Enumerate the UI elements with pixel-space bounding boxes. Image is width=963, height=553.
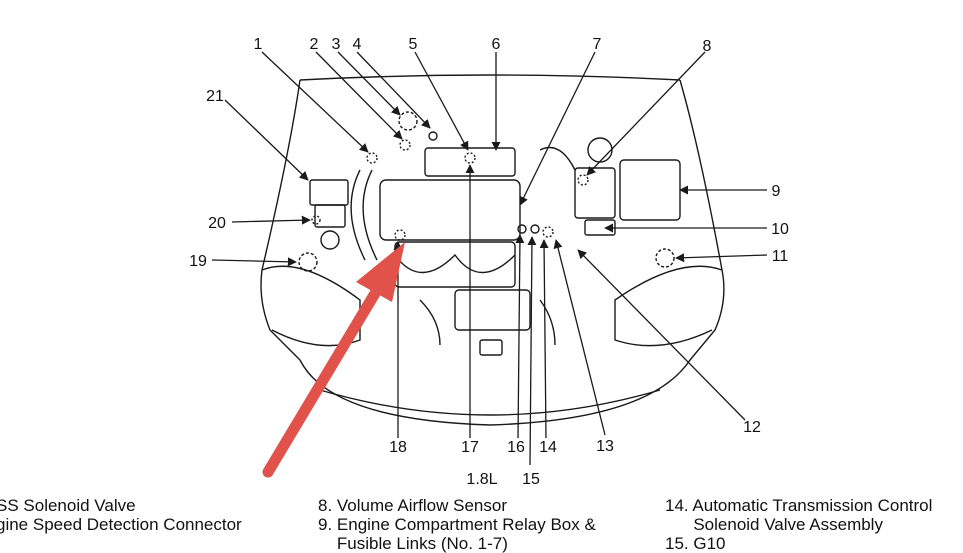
callout-6: 6: [492, 36, 501, 53]
legend-item-8: 8. Volume Airflow Sensor: [318, 496, 507, 515]
legend-column-1: SS Solenoid Valve gine Speed Detection C…: [0, 496, 242, 553]
callout-4: 4: [353, 36, 362, 53]
callout-2: 2: [310, 36, 319, 53]
callout-8: 8: [703, 38, 712, 55]
callout-3: 3: [332, 36, 341, 53]
callout-5: 5: [409, 36, 418, 53]
callout-19: 19: [189, 253, 207, 270]
red-pointer-arrow: [262, 242, 405, 478]
engine-bay-drawing: [260, 74, 725, 426]
legend-column-2: 8. Volume Airflow Sensor 9. Engine Compa…: [318, 496, 596, 553]
callout-18: 18: [389, 439, 407, 456]
callout-1: 1: [254, 36, 263, 53]
callout-15: 15: [522, 471, 540, 488]
legend-item-15: 15. G10: [665, 534, 726, 553]
legend-item: gine Speed Detection Connector: [0, 515, 242, 534]
legend-item-14: 14. Automatic Transmission Control: [665, 496, 933, 515]
callout-13: 13: [596, 438, 614, 455]
callout-16: 16: [507, 439, 525, 456]
callout-leaders: [211, 51, 768, 466]
callout-9: 9: [772, 183, 781, 200]
legend-item-9: 9. Engine Compartment Relay Box &: [318, 515, 596, 534]
callout-7: 7: [593, 36, 602, 53]
callout-17: 17: [461, 439, 479, 456]
callout-20: 20: [208, 215, 226, 232]
engine-diagram: 1 2 3 4 5 6 7 8 9 10 11 12 13 14 15 16 1…: [189, 36, 789, 488]
legend-column-3: 14. Automatic Transmission Control Solen…: [665, 496, 932, 553]
callout-numbers: 1 2 3 4 5 6 7 8 9 10 11 12 13 14 15 16 1…: [189, 36, 789, 488]
engine-caption: 1.8L: [466, 471, 497, 488]
callout-11: 11: [772, 248, 789, 265]
legend-item-9-cont: Fusible Links (No. 1-7): [318, 534, 508, 553]
legend-item: [0, 534, 242, 553]
legend-item-14-cont: Solenoid Valve Assembly: [665, 515, 883, 534]
legend-item: SS Solenoid Valve: [0, 496, 136, 515]
callout-12: 12: [743, 419, 761, 436]
callout-21: 21: [206, 88, 224, 105]
callout-14: 14: [539, 439, 557, 456]
callout-10: 10: [771, 221, 789, 238]
